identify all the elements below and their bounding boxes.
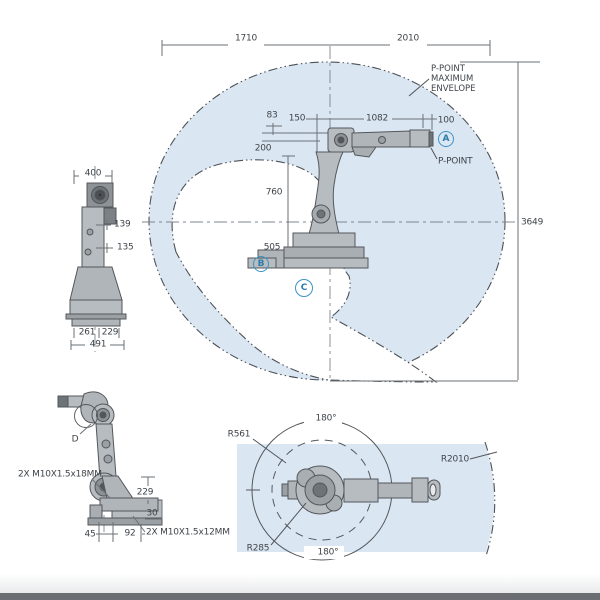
dim-261: 261 [78, 327, 96, 338]
dim-229-mount: 229 [136, 487, 154, 498]
dim-139: 139 [114, 219, 131, 230]
dim-1710: 1710 [234, 33, 258, 44]
robot-mount-view [57, 391, 163, 526]
badge-b-letter: B [257, 259, 265, 269]
badge-a: A [438, 131, 454, 147]
dim-135: 135 [117, 242, 134, 253]
dim-491: 491 [89, 339, 107, 350]
bottom-bar [0, 593, 600, 600]
dim-83: 83 [266, 110, 278, 121]
bolts-bottom-label: 2X M10X1.5x12MM [146, 527, 230, 538]
dim-92: 92 [124, 528, 136, 539]
radius-r561: R561 [227, 429, 251, 440]
dim-150: 150 [288, 113, 306, 124]
badge-c: C [295, 279, 313, 297]
p-point-label: P-POINT [438, 156, 473, 167]
mount-dimension-lines [79, 423, 163, 542]
dim-760: 760 [265, 187, 283, 198]
side-dimension-lines [70, 170, 125, 350]
bottom-gradient [0, 574, 600, 593]
badge-c-letter: C [300, 283, 308, 293]
radius-r285: R285 [246, 543, 270, 554]
robot-side-view [65, 182, 127, 327]
detail-d-label: D [71, 434, 79, 445]
main-leaders [408, 78, 438, 160]
badge-a-letter: A [442, 134, 450, 144]
dim-400: 400 [84, 168, 102, 179]
envelope-note: P-POINT MAXIMUM ENVELOPE [431, 64, 476, 94]
badge-b: B [253, 256, 269, 272]
bolts-top-label: 2X M10X1.5x18MM [18, 469, 102, 480]
dim-3649: 3649 [521, 217, 544, 228]
angle-top: 180° [315, 413, 337, 424]
main-dimension-lines [161, 40, 540, 382]
dim-2010: 2010 [396, 33, 420, 44]
dim-45: 45 [84, 529, 96, 540]
dim-30: 30 [146, 508, 158, 519]
dim-505: 505 [263, 242, 281, 253]
robot-top-view [237, 412, 498, 561]
angle-bottom: 180° [317, 547, 339, 558]
dim-200: 200 [254, 143, 272, 154]
dim-1082: 1082 [365, 113, 389, 124]
radius-r2010: R2010 [440, 454, 470, 465]
dim-229-side: 229 [101, 327, 119, 338]
dim-100: 100 [437, 115, 455, 126]
envelope-inner-cutout [171, 159, 438, 383]
